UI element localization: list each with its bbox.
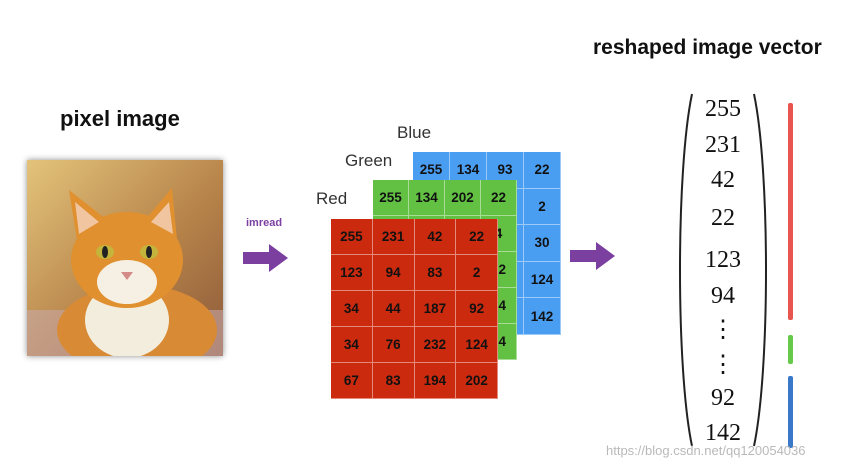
right-arrow-icon (243, 244, 288, 272)
vector-entry: 142 (705, 420, 741, 446)
matrix-cell: 255 (373, 180, 409, 216)
matrix-cell: 142 (524, 298, 561, 335)
matrix-cell: 4 (481, 216, 517, 252)
matrix-cell: 34 (331, 291, 373, 327)
vector-entry: 123 (705, 247, 741, 273)
matrix-cell: 2 (456, 255, 498, 291)
matrix-cell: 44 (372, 291, 415, 327)
blue-segment-bar (788, 376, 793, 448)
red-channel-label: Red (316, 189, 348, 208)
vector-entry: 92 (711, 385, 735, 411)
pixel-image-title: pixel image (60, 106, 180, 131)
watermark-text: https://blog.csdn.net/qq120054036 (606, 443, 806, 458)
cat-photo (27, 160, 223, 356)
matrix-cell: 22 (481, 180, 517, 216)
matrix-cell: 22 (524, 152, 561, 189)
vector-entry: 255 (705, 96, 741, 122)
matrix-cell: 123 (331, 255, 373, 291)
matrix-cell: 22 (456, 219, 498, 255)
vector-entry: 94 (711, 283, 735, 309)
matrix-cell: 202 (456, 363, 498, 399)
reshaped-vector-title: reshaped image vector (593, 36, 822, 59)
blue-channel-label: Blue (397, 123, 432, 142)
matrix-cell: 83 (372, 363, 415, 399)
matrix-cell: 194 (414, 363, 457, 399)
vector-entry: ⋮ (711, 317, 735, 343)
matrix-cell: 94 (372, 255, 415, 291)
vector-entry: ⋮ (711, 352, 735, 378)
matrix-cell: 255 (331, 219, 373, 255)
right-parenthesis (753, 93, 767, 447)
imread-label: imread (246, 217, 283, 229)
matrix-cell: 187 (414, 291, 457, 327)
matrix-cell: 92 (456, 291, 498, 327)
matrix-cell: 134 (409, 180, 445, 216)
matrix-cell: 124 (524, 261, 561, 299)
matrix-cell: 34 (331, 327, 373, 363)
green-segment-bar (788, 335, 793, 364)
matrix-cell: 76 (372, 327, 415, 363)
matrix-cell: 124 (456, 327, 498, 363)
red-segment-bar (788, 103, 793, 320)
matrix-cell: 83 (414, 255, 457, 291)
left-parenthesis (679, 93, 693, 447)
vector-entry: 42 (711, 167, 735, 193)
matrix-cell: 2 (524, 188, 561, 226)
vector-entry: 22 (711, 205, 735, 231)
matrix-cell: 67 (331, 363, 373, 399)
right-arrow-icon (570, 242, 615, 270)
matrix-cell: 232 (414, 327, 457, 363)
matrix-cell: 231 (372, 219, 415, 255)
vector-entry: 231 (705, 132, 741, 158)
matrix-cell: 202 (445, 180, 481, 216)
matrix-cell: 30 (524, 225, 561, 262)
green-channel-label: Green (345, 151, 393, 170)
matrix-cell: 42 (414, 219, 457, 255)
